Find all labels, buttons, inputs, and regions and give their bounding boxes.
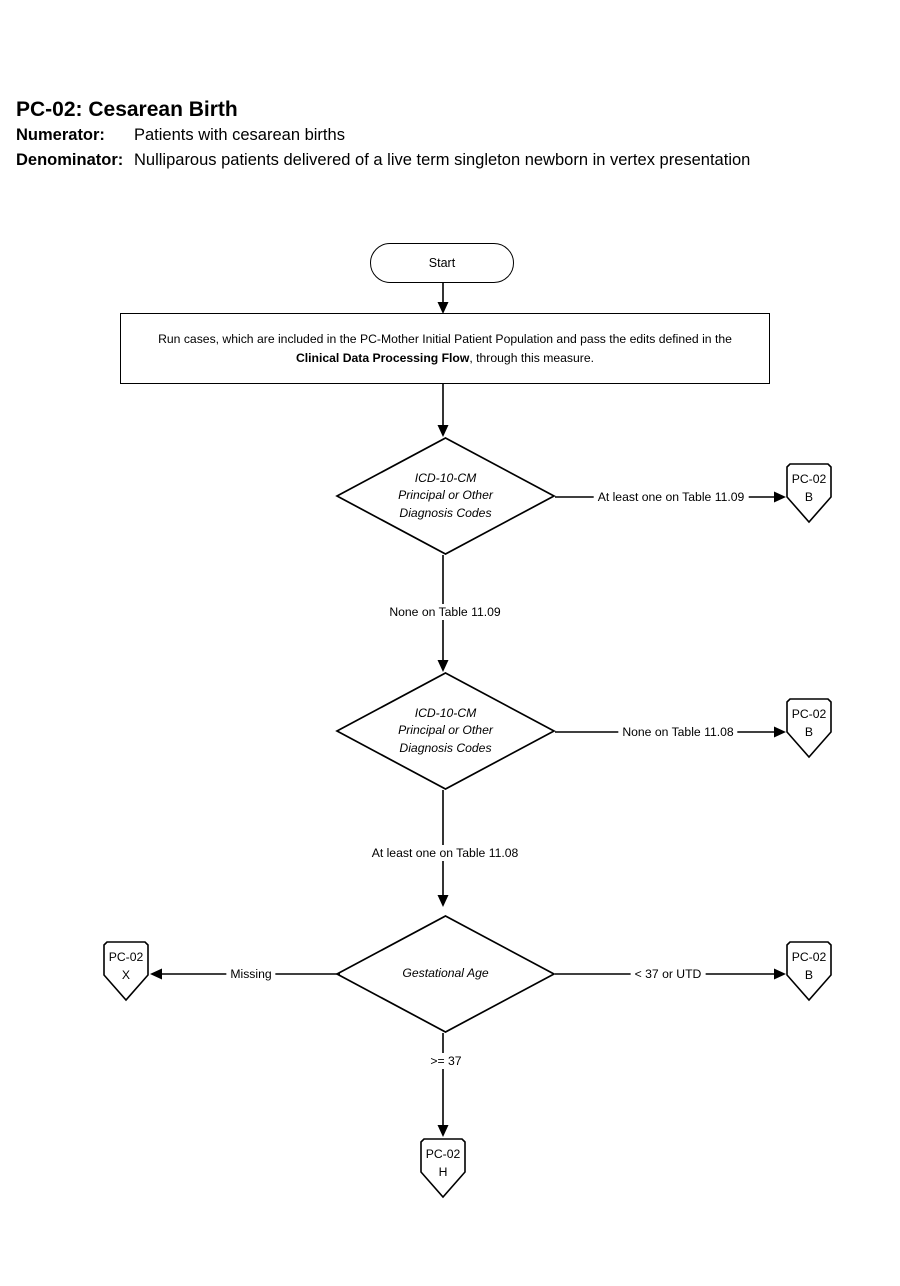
node-start-label: Start: [428, 256, 456, 270]
decision2-line2: Principal or Other: [398, 723, 493, 738]
edge-label-decision2-right: None on Table 11.08: [618, 724, 738, 740]
edge-label-decision3-right: < 37 or UTD: [630, 966, 706, 982]
decision2-line3: Diagnosis Codes: [399, 740, 492, 755]
connector3-line1: PC-02: [108, 950, 144, 964]
decision1-line3: Diagnosis Codes: [399, 505, 492, 520]
edge-label-decision2-down: At least one on Table 11.08: [367, 845, 523, 861]
connector5-line1: PC-02: [425, 1147, 461, 1161]
connector-pc02-b-1: PC-02 B: [786, 463, 832, 524]
connector1-line2: B: [804, 490, 814, 504]
node-decision1-label: ICD-10-CM Principal or Other Diagnosis C…: [336, 437, 555, 555]
node-decision-icd10-table1109: ICD-10-CM Principal or Other Diagnosis C…: [335, 437, 556, 555]
edge-label-decision1-right: At least one on Table 11.09: [593, 489, 749, 505]
connector4-line1: PC-02: [791, 950, 827, 964]
connector2-line1: PC-02: [791, 707, 827, 721]
denominator-value: Nulliparous patients delivered of a live…: [134, 151, 751, 169]
connector1-line1: PC-02: [791, 472, 827, 486]
decision3-line1: Gestational Age: [402, 966, 489, 981]
connector-pc02-b-2: PC-02 B: [786, 698, 832, 759]
connector3-line2: X: [121, 968, 131, 982]
decision2-line1: ICD-10-CM: [414, 705, 477, 720]
connector-pc02-x: PC-02 X: [103, 941, 149, 1002]
connector-pc02-b-2-label: PC-02 B: [786, 698, 832, 741]
numerator-value: Patients with cesarean births: [134, 126, 345, 144]
edge-start-to-process: [437, 283, 452, 315]
page-title: PC-02: Cesarean Birth: [16, 98, 238, 121]
connector-pc02-b-3-label: PC-02 B: [786, 941, 832, 984]
connector-pc02-b-1-label: PC-02 B: [786, 463, 832, 506]
numerator-label: Numerator:: [16, 126, 105, 144]
edge-process-to-decision1: [437, 384, 452, 438]
page-header: PC-02: Cesarean Birth Numerator: Patients…: [16, 97, 896, 173]
node-decision2-label: ICD-10-CM Principal or Other Diagnosis C…: [336, 672, 555, 790]
node-start: Start: [370, 243, 514, 283]
connector5-line2: H: [438, 1165, 448, 1179]
process-text-bold: Clinical Data Processing Flow: [295, 350, 470, 365]
connector4-line2: B: [804, 968, 814, 982]
connector2-line2: B: [804, 725, 814, 739]
edge-decision3-down: [437, 1033, 452, 1138]
node-decision-gestational-age: Gestational Age: [335, 915, 556, 1033]
decision1-line2: Principal or Other: [398, 488, 493, 503]
node-decision-icd10-table1108: ICD-10-CM Principal or Other Diagnosis C…: [335, 672, 556, 790]
connector-pc02-h: PC-02 H: [420, 1138, 466, 1199]
process-text-before: Run cases, which are included in the PC-…: [158, 331, 732, 346]
process-text-after: , through this measure.: [469, 350, 595, 365]
decision1-line1: ICD-10-CM: [414, 470, 477, 485]
edge-label-decision3-down: >= 37: [426, 1053, 466, 1069]
denominator-label: Denominator:: [16, 151, 124, 169]
edge-label-decision1-down: None on Table 11.09: [385, 604, 505, 620]
node-decision3-label: Gestational Age: [336, 915, 555, 1033]
numerator-row: Numerator: Patients with cesarean births: [16, 123, 896, 148]
edge-label-decision3-left: Missing: [226, 966, 276, 982]
denominator-row: Denominator: Nulliparous patients deliver…: [16, 148, 896, 173]
connector-pc02-x-label: PC-02 X: [103, 941, 149, 984]
node-process-run-cases: Run cases, which are included in the PC-…: [120, 313, 770, 384]
connector-pc02-b-3: PC-02 B: [786, 941, 832, 1002]
connector-pc02-h-label: PC-02 H: [420, 1138, 466, 1181]
node-process-text: Run cases, which are included in the PC-…: [137, 330, 753, 368]
